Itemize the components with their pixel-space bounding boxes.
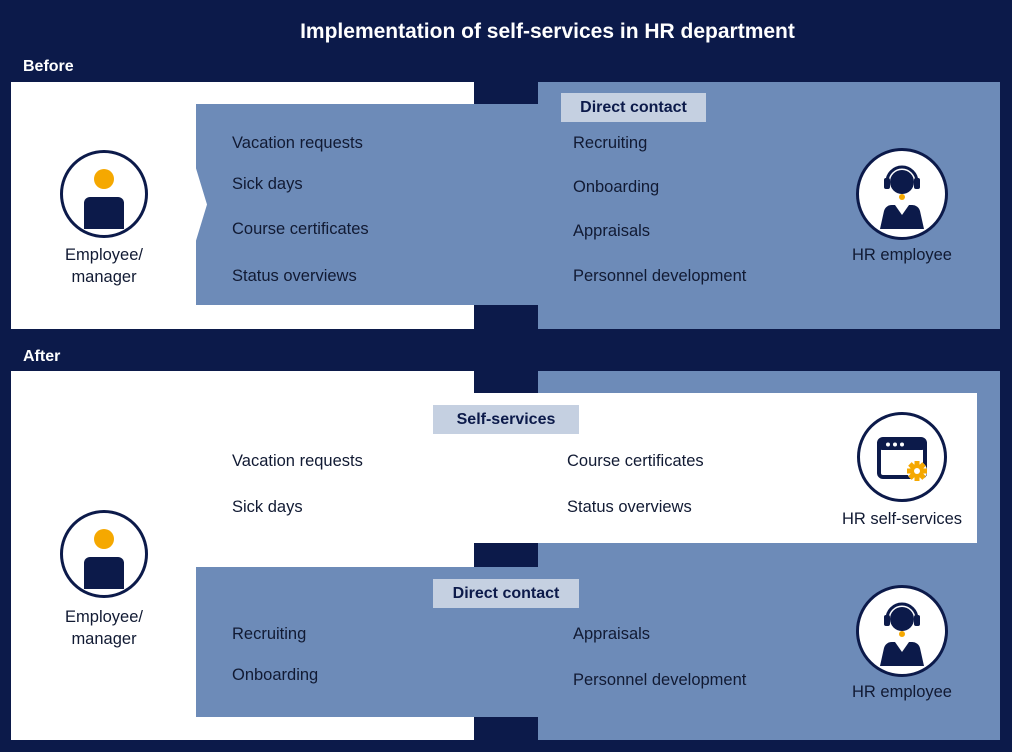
self-services-caption: HR self-services	[841, 510, 963, 528]
before-label: Before	[23, 58, 74, 75]
after-direct-item-personnel-development: Personnel development	[573, 671, 747, 689]
headset-agent-icon	[856, 585, 948, 677]
after-direct-contact-tag: Direct contact	[433, 579, 579, 608]
diagram-title: Implementation of self-services in HR de…	[300, 20, 795, 43]
after-self-item-sick-days: Sick days	[232, 498, 303, 516]
headset-agent-icon	[856, 148, 948, 240]
after-direct-item-recruiting: Recruiting	[232, 625, 307, 643]
before-item-recruiting: Recruiting	[573, 134, 648, 152]
before-item-onboarding: Onboarding	[573, 178, 660, 196]
after-self-item-status-overviews: Status overviews	[567, 498, 692, 516]
after-direct-item-appraisals: Appraisals	[573, 625, 651, 643]
after-hr-caption: HR employee	[852, 683, 952, 701]
after-self-services-tag: Self-services	[433, 405, 579, 434]
before-item-personnel-development: Personnel development	[573, 267, 747, 285]
after-direct-item-onboarding: Onboarding	[232, 666, 319, 684]
after-self-services-band	[200, 393, 977, 543]
browser-gear-icon	[857, 412, 947, 502]
person-icon	[60, 510, 148, 598]
before-request-arrow	[196, 104, 538, 305]
before-item-appraisals: Appraisals	[573, 222, 651, 240]
person-icon	[60, 150, 148, 238]
after-self-item-course-certificates: Course certificates	[567, 452, 704, 470]
before-item-vacation-requests: Vacation requests	[232, 134, 363, 152]
before-employee-caption: Employee/ manager	[65, 246, 143, 286]
before-item-status-overviews: Status overviews	[232, 267, 357, 285]
after-self-item-vacation-requests: Vacation requests	[232, 452, 363, 470]
after-label: After	[23, 348, 61, 365]
before-item-course-certificates: Course certificates	[232, 220, 369, 238]
before-item-sick-days: Sick days	[232, 175, 303, 193]
after-employee-caption: Employee/ manager	[65, 608, 143, 648]
before-hr-caption: HR employee	[852, 246, 952, 264]
before-direct-contact-tag: Direct contact	[561, 93, 706, 122]
